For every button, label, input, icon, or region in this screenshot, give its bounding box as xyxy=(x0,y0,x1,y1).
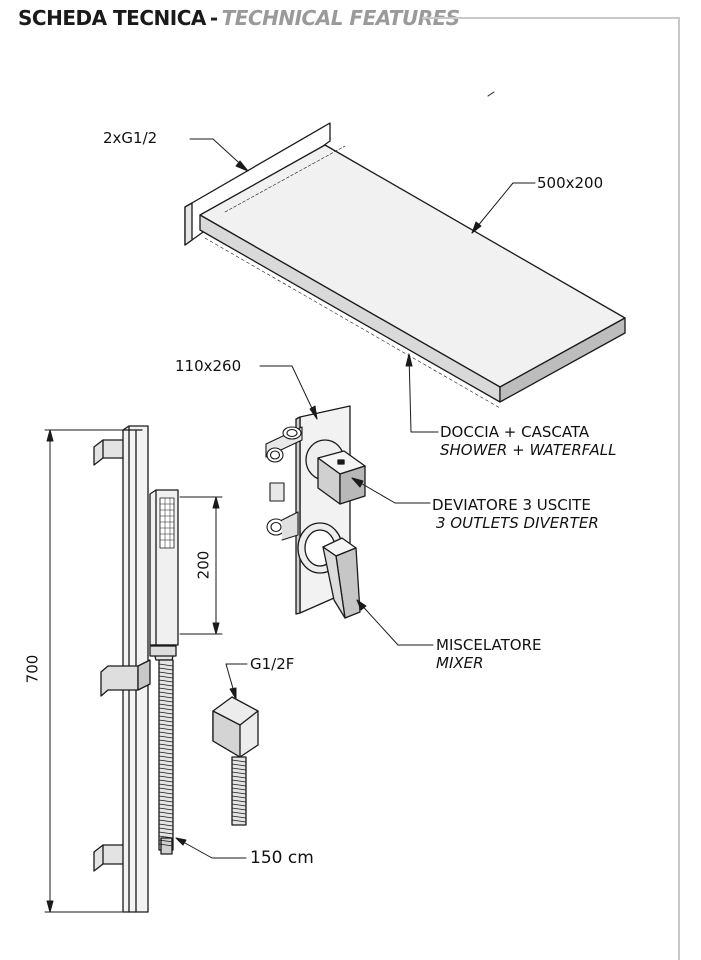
hose-coil-line xyxy=(158,835,174,839)
hose-coil-line xyxy=(231,807,247,811)
hose-coil-line xyxy=(231,759,247,763)
hose-coil-line xyxy=(231,779,247,783)
hose-coil-line xyxy=(231,771,247,775)
hose-coil-line xyxy=(158,751,174,755)
dimension-rail xyxy=(44,429,123,913)
label-outlet: G1/2F xyxy=(250,655,295,673)
header-title: SCHEDA TECNICA xyxy=(18,6,206,30)
hose-coil-line xyxy=(158,799,174,803)
frame-right-border xyxy=(678,17,680,960)
hose-coil-line xyxy=(231,787,247,791)
hose-coil-line xyxy=(158,803,174,807)
label-shower-size: 500x200 xyxy=(537,174,604,192)
hose-coil-line xyxy=(158,671,174,675)
hose-coil-line xyxy=(231,763,247,767)
hose-coil-line xyxy=(158,839,174,843)
hose-coil-line xyxy=(158,739,174,743)
concealed-body xyxy=(265,426,303,541)
page-header: SCHEDA TECNICA - TECHNICAL FEATURES xyxy=(18,6,460,36)
hose-coil-line xyxy=(158,687,174,691)
mixer-lever xyxy=(297,522,361,619)
hose-coil-line xyxy=(158,715,174,719)
hose-coil-line xyxy=(231,791,247,795)
label-mixer-it: MISCELATORE xyxy=(436,636,542,654)
leader-lines xyxy=(175,138,536,859)
hose-coil-line xyxy=(158,819,174,823)
hose-coil-line xyxy=(158,807,174,811)
hose-coil-line xyxy=(158,663,174,667)
hose-coil-line xyxy=(158,683,174,687)
hose-coil-line xyxy=(158,759,174,763)
hose-coil-line xyxy=(158,779,174,783)
hose-coil-line xyxy=(231,811,247,815)
hose-coil-line xyxy=(158,723,174,727)
hose-coil-line xyxy=(231,803,247,807)
hose-coil-line xyxy=(158,719,174,723)
hose-coil-line xyxy=(158,787,174,791)
hose-coil-line xyxy=(158,763,174,767)
dimension-handset xyxy=(179,496,223,635)
label-plate-size: 110x260 xyxy=(175,357,242,375)
wall-outlet xyxy=(212,696,259,826)
label-hose-length: 150 cm xyxy=(250,848,314,868)
hose-coil-line xyxy=(158,707,174,711)
hose-coil-line xyxy=(231,819,247,823)
hose-coil-line xyxy=(158,755,174,759)
hose-coil-line xyxy=(231,767,247,771)
hose-coil-line xyxy=(158,731,174,735)
hose-coil-line xyxy=(158,711,174,715)
hose-coil-line xyxy=(158,667,174,671)
slide-rail xyxy=(93,425,179,913)
hose-coil-line xyxy=(158,767,174,771)
label-inlet: 2xG1/2 xyxy=(103,129,158,147)
hose-coil-line xyxy=(158,699,174,703)
label-rail-height: 700 xyxy=(23,654,42,684)
frame-top-border xyxy=(422,17,680,19)
hose-coil-line xyxy=(158,679,174,683)
hose-coil-line xyxy=(158,783,174,787)
hose-coil-line xyxy=(158,843,174,847)
hose-coil-line xyxy=(158,795,174,799)
hose-coil-line xyxy=(158,827,174,831)
hose-coil-line xyxy=(158,771,174,775)
hose-coil-line xyxy=(158,727,174,731)
label-diverter-en: 3 OUTLETS DIVERTER xyxy=(436,514,599,532)
hose-coil-line xyxy=(158,775,174,779)
control-plate xyxy=(265,405,366,619)
hose-coil-line xyxy=(158,811,174,815)
hose-coil-line xyxy=(158,695,174,699)
hose-coil-line xyxy=(231,795,247,799)
hose-coil-line xyxy=(231,799,247,803)
label-handset-height: 200 xyxy=(194,550,213,580)
label-shower-it: DOCCIA + CASCATA xyxy=(440,423,590,441)
hose-coil-line xyxy=(158,743,174,747)
hose-coil-line xyxy=(231,775,247,779)
label-mixer-en: MIXER xyxy=(436,654,484,672)
wall-plate-side xyxy=(184,202,193,246)
diverter-knob xyxy=(305,439,366,505)
hose-coil-line xyxy=(158,735,174,739)
shower-side-face xyxy=(499,317,626,403)
hose-coil-line xyxy=(158,823,174,827)
hose-coil-line xyxy=(158,703,174,707)
header-separator: - xyxy=(209,6,218,30)
hose-coil-line xyxy=(158,791,174,795)
waterfall-shower-head xyxy=(184,91,626,409)
label-shower-en: SHOWER + WATERFALL xyxy=(440,441,617,459)
hose-coil-line xyxy=(158,747,174,751)
hose-coil-line xyxy=(231,783,247,787)
hose-coil-line xyxy=(158,831,174,835)
hose-coil-line xyxy=(158,815,174,819)
hose-coil-line xyxy=(231,815,247,819)
hose-coil-line xyxy=(158,691,174,695)
header-subtitle: TECHNICAL FEATURES xyxy=(221,6,461,30)
hose-coil-line xyxy=(158,675,174,679)
label-diverter-it: DEVIATORE 3 USCITE xyxy=(432,496,591,514)
